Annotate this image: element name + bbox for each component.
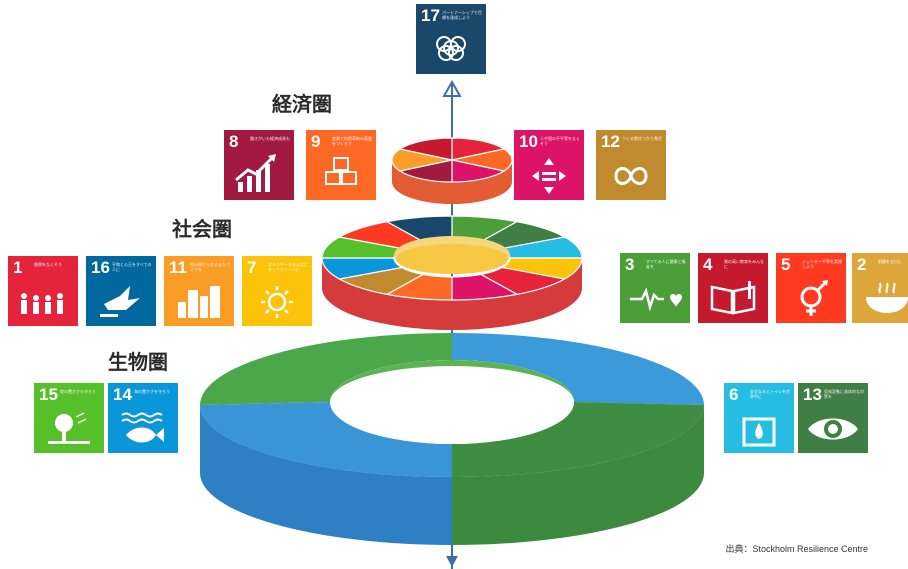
sdg-number: 4 [703,255,713,274]
sdg-caption: 気候変動に具体的な対策を [824,389,864,399]
biosphere-hole [330,360,574,444]
sdg-number: 11 [169,258,187,277]
sdg-number: 3 [625,255,635,274]
sdg-tile-9: 9 産業と技術革新の基盤をつくろう [306,130,376,200]
sdg-number: 10 [519,132,538,151]
flower-icon [436,36,466,61]
growth-chart-icon [235,154,276,192]
sdg-number: 5 [781,255,791,274]
sdg-caption: 貧困をなくそう [34,262,62,267]
city-icon [178,286,220,318]
dove-icon [100,286,140,317]
label-biosphere: 生物圏 [108,350,168,374]
sdg-caption: 人や国の不平等をなくそう [540,136,580,146]
sdg-caption: すべての人に健康と福祉を [646,259,686,269]
sdg-tile-1: 1 貧困をなくそう [8,256,78,326]
sdg-number: 6 [729,385,739,404]
eye-globe-icon [808,418,858,440]
society-ring [321,215,583,330]
sdg-number: 2 [857,255,867,274]
sdg-number: 15 [39,385,58,404]
biosphere-ring [200,333,704,545]
source-credit: 出典：Stockholm Resilience Centre [725,544,868,554]
sdg-tile-8: 8 働きがいも経済成長も [224,130,294,200]
biosphere-top-bl [200,402,452,477]
family-icon [21,293,63,314]
biosphere-top-tl [200,333,452,405]
sdg-number: 1 [13,258,23,277]
sdg-caption: 陸の豊かさも守ろう [60,389,96,394]
sdg-caption: 産業と技術革新の基盤をつくろう [332,136,372,146]
economy-disc [391,137,513,204]
label-economy: 経済圏 [272,92,332,116]
sdg-caption: 海の豊かさを守ろう [134,389,170,394]
sdg-caption: 住み続けられるまちづくりを [190,262,230,272]
book-icon [710,281,756,315]
axis-arrow-bottom [446,556,458,567]
sdg-number: 14 [113,385,132,404]
sdg-tile-7: 7 エネルギーをみんなにそしてクリーンに [242,256,312,326]
sdg-tile-3: 3 すべての人に健康と福祉を [620,253,690,323]
sdg-tile-2: 2 飢餓をゼロに [852,253,908,323]
sdg-caption: 飢餓をゼロに [878,259,902,264]
economy-slice-6 [398,137,453,161]
sdg-caption: 安全な水とトイレを世界中に [750,389,790,399]
bowl-icon [866,282,908,313]
gender-icon [800,280,828,316]
sdg-tile-5: 5 ジェンダー平等を実現しよう [776,253,846,323]
sdg-caption: パートナーシップで目標を達成しよう [442,10,482,20]
sdg-caption: 質の高い教育をみんなに [724,259,764,269]
water-drop-icon [742,417,776,447]
sdg-caption: ジェンダー平等を実現しよう [802,259,842,269]
sdg-tile-4: 4 質の高い教育をみんなに [698,253,768,323]
sdg-number: 17 [421,6,440,25]
sdg-number: 16 [91,258,110,277]
biosphere-top-tr [452,333,704,405]
sdg-number: 13 [803,385,822,404]
sdg-caption: 働きがいも経済成長も [250,136,290,141]
equality-arrows-icon [532,158,566,194]
biosphere-side-left [200,405,452,545]
biosphere-hole-inner-wall [330,360,574,402]
sdg-caption: エネルギーをみんなにそしてクリーンに [268,262,308,272]
sdg-number: 12 [601,132,620,151]
axis-arrow-top [442,79,462,97]
sdg-number: 8 [229,132,239,151]
cubes-icon [325,157,357,185]
sdg-number: 7 [247,258,257,277]
sdg-number: 9 [311,132,321,151]
biosphere-top-br [452,402,704,477]
sdg-caption: つくる責任つかう責任 [622,136,662,141]
tree-icon [48,412,90,444]
sdg-caption: 平和と公正をすべての人に [112,262,152,272]
label-society: 社会圏 [172,217,232,241]
society-side [322,258,582,330]
fish-icon [121,412,164,443]
biosphere-side-right [452,405,704,545]
sdg-tile-6: 6 安全な水とトイレを世界中に [724,383,794,453]
infinity-icon [614,167,648,185]
heartbeat-icon [630,287,682,312]
sun-icon [261,286,293,318]
